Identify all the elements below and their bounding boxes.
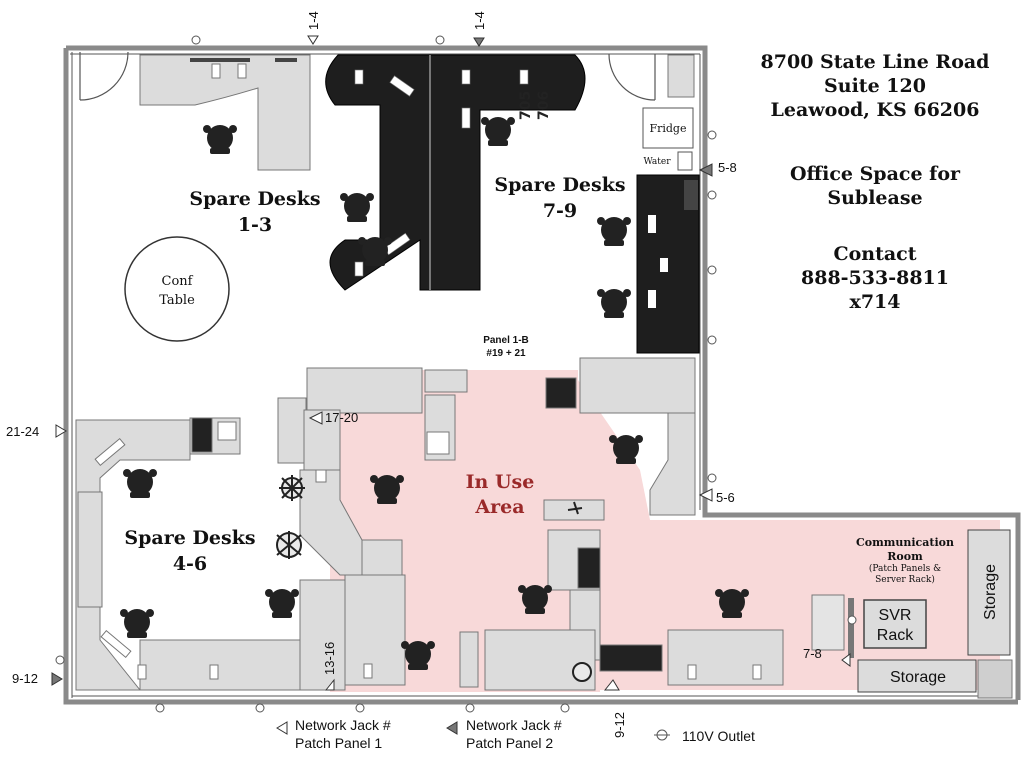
comm-line-3: (Patch Panels &	[868, 564, 942, 574]
legend-pp2-line1: Network Jack #	[466, 717, 562, 733]
cabinet	[667, 54, 695, 98]
conference-table	[124, 236, 230, 342]
conf-label-1: Conf	[162, 274, 194, 289]
comm-line-2: Room	[887, 550, 923, 563]
jack-label-center: 17-20	[325, 410, 359, 425]
spare-desks-7-9-label: Spare Desks 7-9	[490, 172, 630, 224]
spare-desks-4-6-label: Spare Desks 4-6	[120, 525, 260, 577]
outlet-markers	[55, 35, 857, 713]
panel-line-2: #19 + 21	[486, 348, 526, 359]
in-use-line-2: Area	[475, 496, 525, 518]
contact-ext: x714	[849, 291, 901, 313]
jack-label-top-left: 1-4	[306, 11, 321, 30]
spare-1-3-title: Spare Desks	[189, 188, 321, 210]
door-top-left	[79, 51, 129, 101]
fridge	[642, 107, 694, 149]
desk-group-1-3	[139, 54, 311, 171]
panel-line-1: Panel 1-B	[483, 335, 529, 346]
water-cooler	[677, 151, 693, 171]
jack-label-bottom-right: 9-12	[612, 712, 627, 738]
jack-label-top-right: 1-4	[472, 11, 487, 30]
address-line-3: Leawood, KS 66206	[770, 99, 980, 121]
jack-markers-panel1	[55, 35, 851, 735]
comm-line-1: Communication	[856, 536, 954, 549]
desk-label-706: 706	[536, 91, 552, 120]
chair	[203, 125, 237, 154]
dark-desk-monitors	[354, 69, 529, 277]
wall-inner-lines	[70, 52, 1012, 698]
storage-right-label: Storage	[982, 564, 999, 620]
communication-room	[811, 529, 1013, 699]
conf-label-2: Table	[159, 293, 195, 308]
address-block: 8700 State Line Road Suite 120 Leawood, …	[740, 50, 1010, 122]
address-line-1: 8700 State Line Road	[760, 51, 990, 73]
contact-heading: Contact	[833, 243, 917, 265]
in-use-line-1: In Use	[465, 471, 535, 493]
desk-group-4-6	[75, 417, 346, 691]
svr-label-2: Rack	[877, 627, 914, 644]
dark-desk-right	[636, 174, 700, 354]
panel-1b-label: Panel 1-B #19 + 21	[466, 334, 546, 360]
comm-room-label: Communication Room (Patch Panels & Serve…	[850, 536, 960, 586]
office-line-1: Office Space for	[789, 163, 961, 185]
walls	[63, 45, 1021, 705]
in-use-area-label: In Use Area	[440, 470, 560, 520]
svr-label-1: SVR	[879, 607, 912, 624]
legend-pp1-line2: Patch Panel 1	[295, 735, 383, 751]
plant	[276, 475, 592, 682]
jack-label-right-mid: 5-6	[716, 490, 735, 505]
address-line-2: Suite 120	[824, 75, 926, 97]
contact-block: Contact 888-533-8811 x714	[740, 242, 1010, 314]
storage-bottom-label: Storage	[890, 669, 946, 686]
spare-4-6-title: Spare Desks	[124, 527, 256, 549]
legend-pp1-line1: Network Jack #	[295, 717, 391, 733]
central-partitions	[277, 357, 784, 691]
spare-desks-1-3-label: Spare Desks 1-3	[185, 186, 325, 238]
legend-pp2-line2: Patch Panel 2	[466, 735, 554, 751]
contact-phone: 888-533-8811	[801, 267, 949, 289]
jack-label-comm: 7-8	[803, 646, 822, 661]
spare-7-9-range: 7-9	[542, 200, 578, 222]
jack-label-left-upper: 21-24	[6, 424, 40, 439]
office-line-2: Sublease	[827, 187, 923, 209]
legend-patch-panel-1: Network Jack # Patch Panel 1	[295, 716, 391, 752]
spare-7-9-title: Spare Desks	[494, 174, 626, 196]
jack-label-left-lower: 9-12	[12, 671, 39, 686]
desk-label-705: 705	[518, 91, 534, 120]
spare-1-3-range: 1-3	[237, 214, 273, 236]
jack-label-right-upper: 5-8	[718, 160, 737, 175]
office-block: Office Space for Sublease	[740, 162, 1010, 210]
door-top-right	[608, 53, 656, 101]
comm-line-4: Server Rack)	[875, 575, 935, 585]
outlet-legend-icon	[654, 729, 670, 741]
spare-4-6-range: 4-6	[172, 553, 208, 575]
fridge-label: Fridge	[649, 122, 686, 135]
legend-patch-panel-2: Network Jack # Patch Panel 2	[466, 716, 562, 752]
jack-label-bottom-mid: 13-16	[322, 642, 337, 675]
legend-outlet: 110V Outlet	[682, 728, 755, 744]
jack-markers-panel2	[51, 37, 713, 735]
dark-desk-cluster	[325, 54, 586, 291]
water-label: Water	[643, 157, 671, 167]
